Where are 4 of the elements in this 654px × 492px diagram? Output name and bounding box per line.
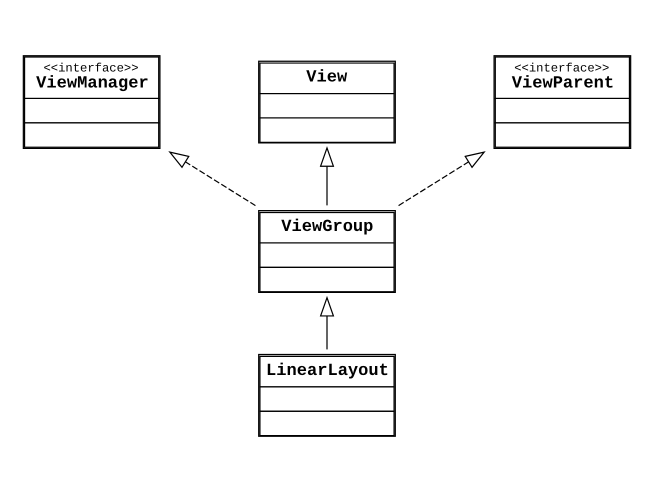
arrow <box>320 146 334 206</box>
arrow <box>398 151 486 206</box>
arrow <box>168 151 256 206</box>
arrow <box>320 296 334 350</box>
